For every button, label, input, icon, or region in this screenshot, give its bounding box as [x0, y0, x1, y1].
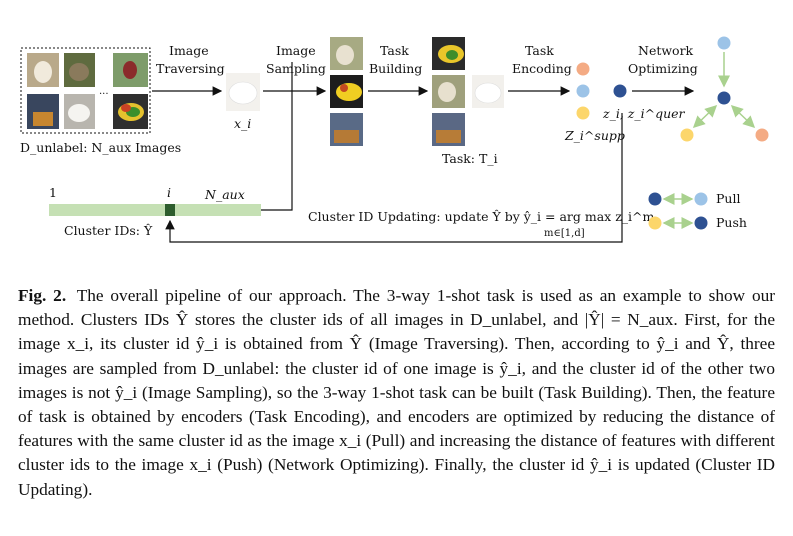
query-label: z_i, z_i^quer: [602, 106, 686, 121]
building-label-1: Task: [380, 43, 409, 58]
caption-text: The overall pipeline of our approach. Th…: [18, 286, 775, 499]
dataset-thumbnails: ...: [27, 53, 148, 129]
sampled-images: [330, 37, 363, 146]
selected-image-label: x_i: [234, 116, 251, 131]
encoding-label-1: Task: [525, 43, 554, 58]
cluster-id-bar: [49, 204, 261, 216]
pipeline-figure: ... D_unlabel: N_aux Images Image Traver…: [20, 36, 769, 243]
task-images: [432, 37, 504, 146]
traversing-label-2: Traversing: [156, 61, 225, 76]
bar-start-label: 1: [49, 185, 57, 200]
support-feature-orange: [576, 62, 590, 76]
update-loop-line: [165, 113, 623, 243]
legend-pull: Pull: [716, 191, 740, 206]
optimized-features: [680, 36, 769, 142]
figure-caption: Fig. 2. The overall pipeline of our appr…: [18, 284, 775, 502]
sampling-label-2: Sampling: [266, 61, 326, 76]
dataset-ellipsis: ...: [99, 86, 109, 97]
caption-label: Fig. 2.: [18, 286, 67, 305]
optimizing-label-2: Optimizing: [628, 61, 698, 76]
support-feature-blue: [576, 84, 590, 98]
task-label: Task: T_i: [442, 151, 498, 166]
encoding-label-2: Encoding: [512, 61, 572, 76]
optimizing-label-1: Network: [638, 43, 694, 58]
legend-push: Push: [716, 215, 747, 230]
dataset-label: D_unlabel: N_aux Images: [20, 140, 181, 155]
bar-caption: Cluster IDs: Ŷ: [64, 223, 153, 238]
dataset-box: [20, 47, 151, 134]
building-label-2: Building: [369, 61, 422, 76]
legend: Pull Push: [648, 191, 747, 230]
update-label: Cluster ID Updating: update Ŷ by ŷ_i = a…: [308, 209, 655, 224]
traversing-label-1: Image: [169, 43, 209, 58]
sampling-label-1: Image: [276, 43, 316, 58]
update-sub-label: m∈[1,d]: [544, 228, 585, 239]
bar-end-label: N_aux: [204, 187, 245, 202]
support-feature-yellow: [576, 106, 590, 120]
bar-index-label: i: [167, 185, 171, 200]
cluster-id-bar-mark: [165, 204, 175, 216]
support-label: Z_i^supp: [564, 128, 625, 143]
query-feature: [613, 84, 627, 98]
bar-to-sampling-line: [260, 62, 293, 211]
